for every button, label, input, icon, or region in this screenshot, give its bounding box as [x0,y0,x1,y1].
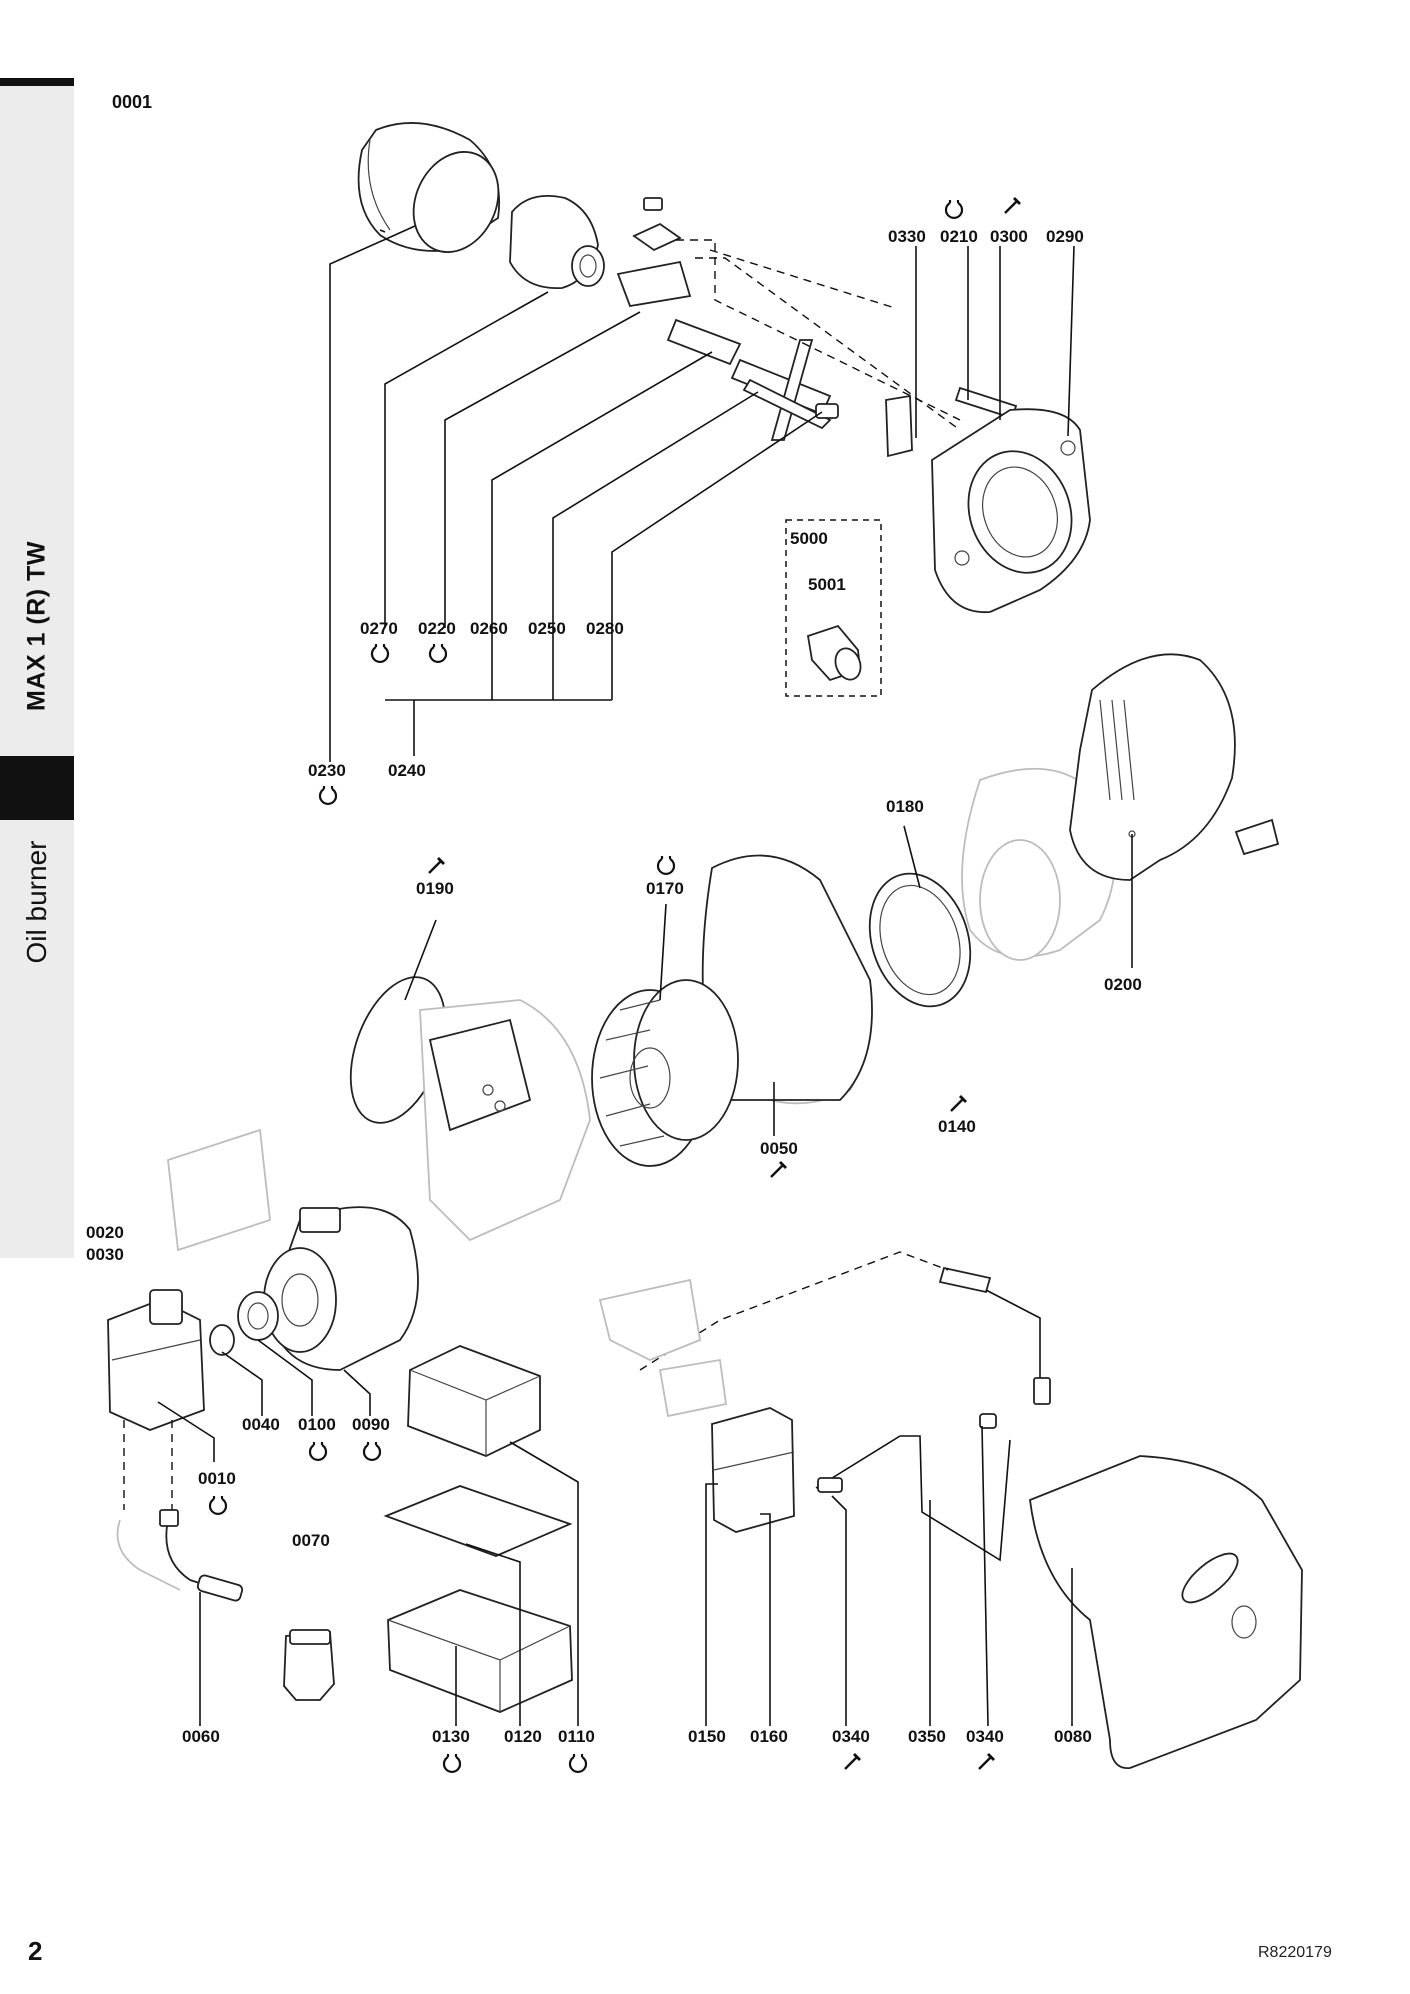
o-ring-icon [362,1440,382,1462]
label-0340-right: 0340 [966,1727,1004,1746]
label-0240: 0240 [388,761,426,780]
label-0120: 0120 [504,1727,542,1746]
air-intake-hood-part [1069,653,1236,881]
hood-screw-part [1234,818,1280,856]
o-ring-icon [308,1440,328,1462]
o-ring-icon [656,854,676,876]
coupling-part [237,1291,279,1341]
label-0110: 0110 [558,1727,595,1746]
o-ring-icon [442,1752,462,1774]
air-damper-ring-part [868,872,972,1008]
label-0190: 0190 [416,879,454,898]
oil-hose-part [116,1509,244,1602]
pump-plug-part [209,1324,235,1356]
label-0080: 0080 [1054,1727,1092,1746]
label-0250: 0250 [528,619,566,638]
label-0170: 0170 [646,879,684,898]
flame-tube-part [357,122,501,253]
label-0090: 0090 [352,1415,390,1434]
control-board-plate-part [383,1485,573,1557]
burner-control-unit-part [711,1407,795,1533]
label-0350: 0350 [908,1727,946,1746]
label-0150: 0150 [688,1727,726,1746]
fan-housing-gasket-part [701,854,873,1105]
label-0340-left: 0340 [832,1727,870,1746]
nozzle-part [815,403,839,419]
o-ring-icon [944,198,964,220]
o-ring-icon [318,784,338,806]
wrench-icon [977,1751,997,1771]
electrode-bracket-part [616,197,692,308]
label-0180: 0180 [886,797,924,816]
label-0030: 0030 [86,1245,124,1264]
label-0010: 0010 [198,1469,236,1488]
sidebar-top-rule [0,78,74,86]
wrench-icon [1003,195,1023,215]
label-0260: 0260 [470,619,508,638]
pump-bracket-ghost [598,1278,728,1418]
label-0040: 0040 [242,1415,280,1434]
label-0330: 0330 [888,227,926,246]
o-ring-icon [568,1752,588,1774]
part-labels: 0330 0210 0300 0290 5000 5001 0270 0220 … [86,227,1142,1746]
control-box-base-part [387,1589,573,1713]
photocell-part [938,1266,1051,1405]
wrench-icon [843,1751,863,1771]
nozzle-holder-part [666,318,832,441]
document-reference: R8220179 [1258,1944,1332,1961]
label-0060: 0060 [182,1727,220,1746]
wrench-icon [427,855,447,875]
label-0130: 0130 [432,1727,470,1746]
swirler-cone-part [509,194,605,289]
label-0020: 0020 [86,1223,124,1242]
nozzle-kit-box [785,519,882,697]
o-ring-icon [428,642,448,664]
label-0230: 0230 [308,761,346,780]
sight-glass-plate-part [885,394,913,458]
cover-plate-ghost [167,1128,271,1252]
label-0050: 0050 [760,1139,798,1158]
oil-pump-part [107,1289,205,1431]
label-0070: 0070 [292,1531,330,1550]
label-5001: 5001 [808,575,846,594]
figure-id: 0001 [112,92,153,112]
wrench-icon [769,1159,789,1179]
motor-part [263,1206,419,1371]
label-0210: 0210 [940,227,978,246]
oil-filter-part [283,1629,335,1701]
label-0280: 0280 [586,619,624,638]
label-0290: 0290 [1046,227,1084,246]
label-0200: 0200 [1104,975,1142,994]
fan-wheel-part [591,979,739,1167]
oil-pipe-part [815,1413,1011,1562]
label-0140: 0140 [938,1117,976,1136]
sidebar [0,78,74,1258]
nozzle-5001-part [806,624,862,682]
label-0220: 0220 [418,619,456,638]
label-0270: 0270 [360,619,398,638]
wrench-icon [949,1093,969,1113]
label-0100: 0100 [298,1415,336,1434]
label-0300: 0300 [990,227,1028,246]
label-5000: 5000 [790,529,828,548]
o-ring-icon [370,642,390,664]
ignition-transformer-part [407,1345,541,1457]
label-0160: 0160 [750,1727,788,1746]
burner-housing-part [349,976,591,1242]
mounting-flange-part [931,408,1091,614]
burner-cover-part [1029,1455,1303,1769]
sidebar-marker [0,756,74,820]
page-number: 2 [28,1936,43,1966]
o-ring-icon [208,1494,228,1516]
